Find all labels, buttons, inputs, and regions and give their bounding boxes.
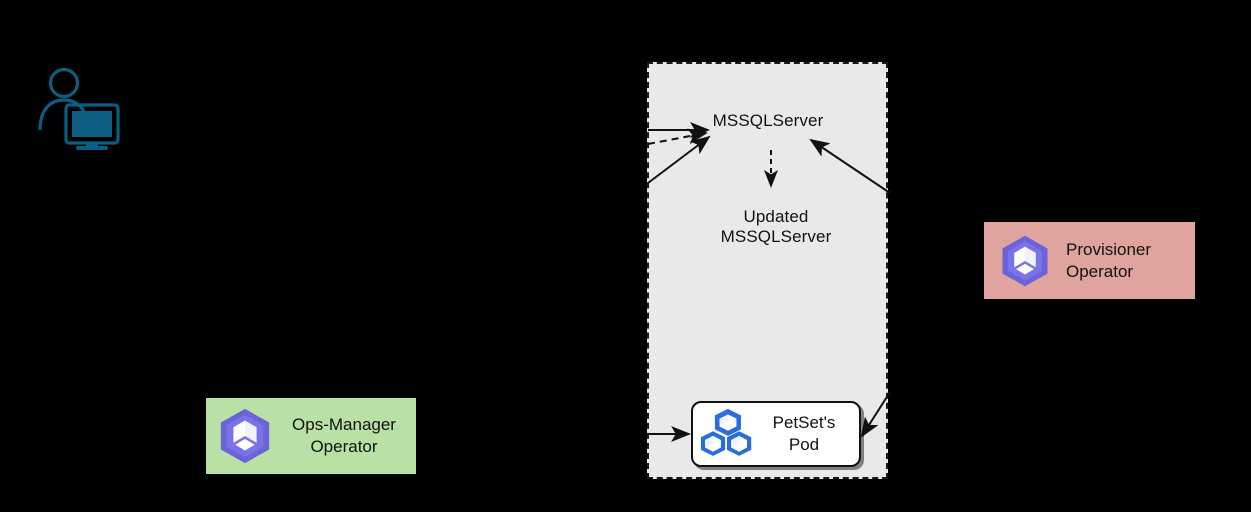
- operator-cube-icon: [220, 408, 270, 464]
- petset-pod-label: PetSet's Pod: [772, 413, 836, 454]
- kubernetes-pods-icon: [700, 408, 752, 456]
- updated-mssqlserver-label: Updated MSSQLServer: [720, 207, 832, 246]
- user-at-computer-icon: [38, 68, 120, 150]
- provisioner-operator-node[interactable]: Provisioner Operator: [984, 222, 1195, 299]
- ops-manager-operator-label: Ops-Manager Operator: [292, 415, 396, 456]
- mssqlserver-label: MSSQLServer: [712, 111, 824, 130]
- provisioner-operator-label: Provisioner Operator: [1066, 239, 1152, 281]
- petset-pod-node[interactable]: PetSet's Pod: [691, 401, 861, 467]
- ops-manager-operator-node[interactable]: Ops-Manager Operator: [206, 398, 416, 474]
- operator-cube-icon: [1002, 235, 1048, 286]
